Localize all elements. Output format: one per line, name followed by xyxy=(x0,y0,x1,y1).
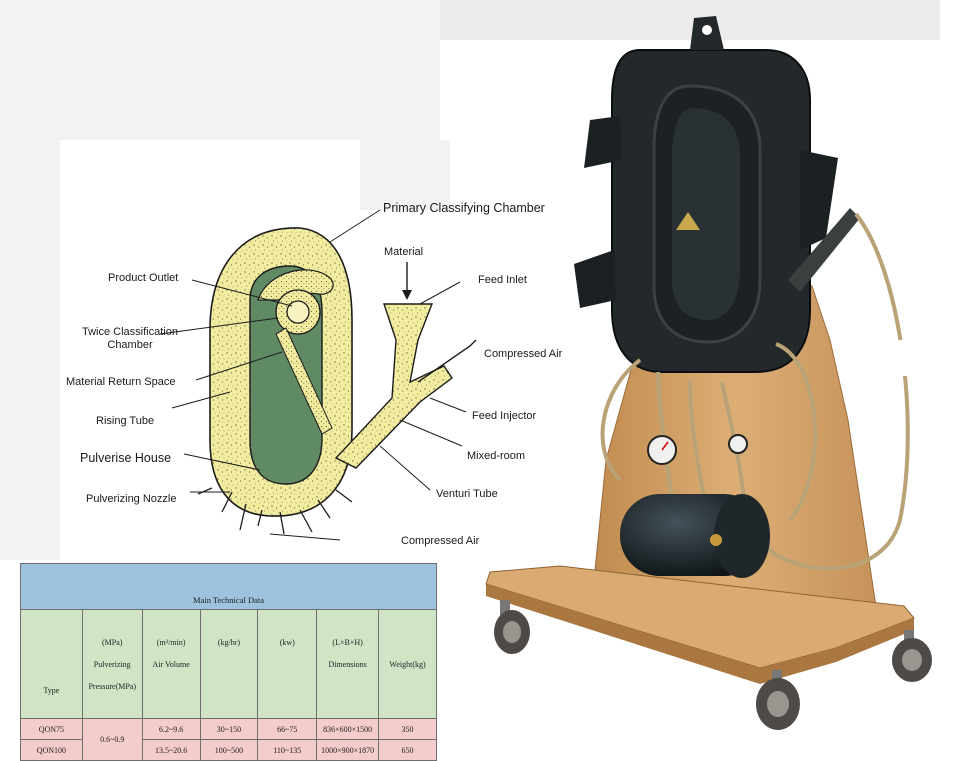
table-title: Main Technical Data xyxy=(20,563,437,610)
jet-mill-schematic xyxy=(159,209,477,541)
label-venturi-tube: Venturi Tube xyxy=(436,488,498,500)
header-dimensions-unit: (L×B×H) xyxy=(332,637,363,647)
label-compressed-air-bottom: Compressed Air xyxy=(401,535,480,547)
injector-pipe xyxy=(788,208,860,292)
air-tank-end xyxy=(714,494,770,578)
header-power: (kw) xyxy=(257,609,318,719)
mask-patch xyxy=(440,566,476,614)
diagram-backdrop xyxy=(440,0,940,40)
chamber-rib-left xyxy=(574,250,616,308)
cell-type: QON75 xyxy=(20,718,83,740)
diagram-backdrop xyxy=(360,140,450,210)
header-capacity-unit: (kg/hr) xyxy=(217,637,241,647)
cell-dimensions: 836×600×1500 xyxy=(316,718,380,740)
label-pulverizing-nozzle: Pulverizing Nozzle xyxy=(86,493,177,505)
header-dimensions-label: Dimensions xyxy=(328,659,367,669)
jet-mill-machine xyxy=(485,16,932,730)
base-board-edge xyxy=(486,584,914,684)
label-pulverise-house: Pulverise House xyxy=(80,451,172,465)
header-weight-text: Weight(kg) xyxy=(389,659,426,669)
cell-shared-pressure: 0.6~0.9 xyxy=(81,718,143,761)
header-type: Type xyxy=(20,609,83,719)
header-pressure-line2: Pulverizing xyxy=(93,659,131,669)
table-title-row: Main Technical Data xyxy=(20,563,437,610)
label-material-return-space: Material Return Space xyxy=(66,376,176,388)
mask-patch xyxy=(846,40,926,120)
chamber-rib-right xyxy=(800,150,838,250)
diagram-backdrop xyxy=(0,140,60,560)
header-pressure-unit: (MPa) xyxy=(102,637,123,647)
technical-data-table: Main Technical Data Type (MPa) Pulverizi… xyxy=(20,563,437,761)
warning-triangle-icon xyxy=(676,212,700,230)
mask-patch xyxy=(884,340,944,376)
feed-funnel-shape xyxy=(334,303,453,469)
cell-capacity: 100~500 xyxy=(199,739,259,761)
pressure-gauge-icon xyxy=(728,434,748,454)
label-feed-inlet: Feed Inlet xyxy=(478,274,527,286)
compressed-air-line xyxy=(417,339,477,383)
cell-air-volume: 6.2~9.6 xyxy=(141,718,201,740)
table-row: QON100 13.5~20.6 100~500 110~135 1000×90… xyxy=(20,739,437,761)
chamber-rib-left xyxy=(584,116,622,168)
material-return-strip xyxy=(275,327,333,435)
cell-weight: 350 xyxy=(378,718,437,740)
header-weight: Weight(kg) xyxy=(378,609,437,719)
label-mixed-room: Mixed-room xyxy=(467,450,526,462)
label-compressed-air-top: Compressed Air xyxy=(484,348,563,360)
header-air-volume-unit: (m³/min) xyxy=(156,637,186,647)
pulverizing-nozzles xyxy=(197,487,353,535)
label-twice-classification-line2: Chamber xyxy=(107,339,153,351)
material-arrow-head xyxy=(402,290,412,300)
label-twice-classification-chamber: Twice Classification Chamber xyxy=(72,326,188,352)
header-air-volume-label: Air Volume xyxy=(152,659,190,669)
header-dimensions: (L×B×H) Dimensions xyxy=(316,609,380,719)
header-capacity: (kg/hr) xyxy=(199,609,259,719)
cell-power: 66~75 xyxy=(257,718,318,740)
header-power-unit: (kw) xyxy=(279,637,295,647)
label-primary-classifying-chamber: Primary Classifying Chamber xyxy=(383,201,545,215)
cell-weight: 650 xyxy=(378,739,437,761)
header-air-volume: (m³/min) Air Volume xyxy=(141,609,201,719)
diagram-backdrop xyxy=(0,0,440,140)
product-outlet-core xyxy=(286,300,310,324)
table-row: QON75 0.6~0.9 6.2~9.6 30~150 66~75 836×6… xyxy=(20,718,437,761)
label-twice-classification-line1: Twice Classification xyxy=(82,326,178,338)
table-header-row: Type (MPa) Pulverizing Pressure(MPa) (m³… xyxy=(20,609,437,719)
header-pressure: (MPa) Pulverizing Pressure(MPa) xyxy=(81,609,143,719)
cell-air-volume: 13.5~20.6 xyxy=(141,739,201,761)
cell-dimensions: 1000×900×1870 xyxy=(316,739,380,761)
leader-lines xyxy=(159,209,467,541)
label-product-outlet: Product Outlet xyxy=(108,272,179,284)
label-material: Material xyxy=(384,246,424,258)
valve-icon xyxy=(710,534,722,546)
label-feed-injector: Feed Injector xyxy=(472,410,537,422)
header-pressure-line3: Pressure(MPa) xyxy=(88,681,137,691)
cell-type: QON100 xyxy=(20,739,83,761)
label-rising-tube: Rising Tube xyxy=(96,415,155,427)
cell-power: 110~135 xyxy=(257,739,318,761)
header-type-text: Type xyxy=(43,686,60,695)
caster-wheels xyxy=(494,600,932,730)
chamber-cover-inner xyxy=(672,108,740,320)
cell-capacity: 30~150 xyxy=(199,718,259,740)
